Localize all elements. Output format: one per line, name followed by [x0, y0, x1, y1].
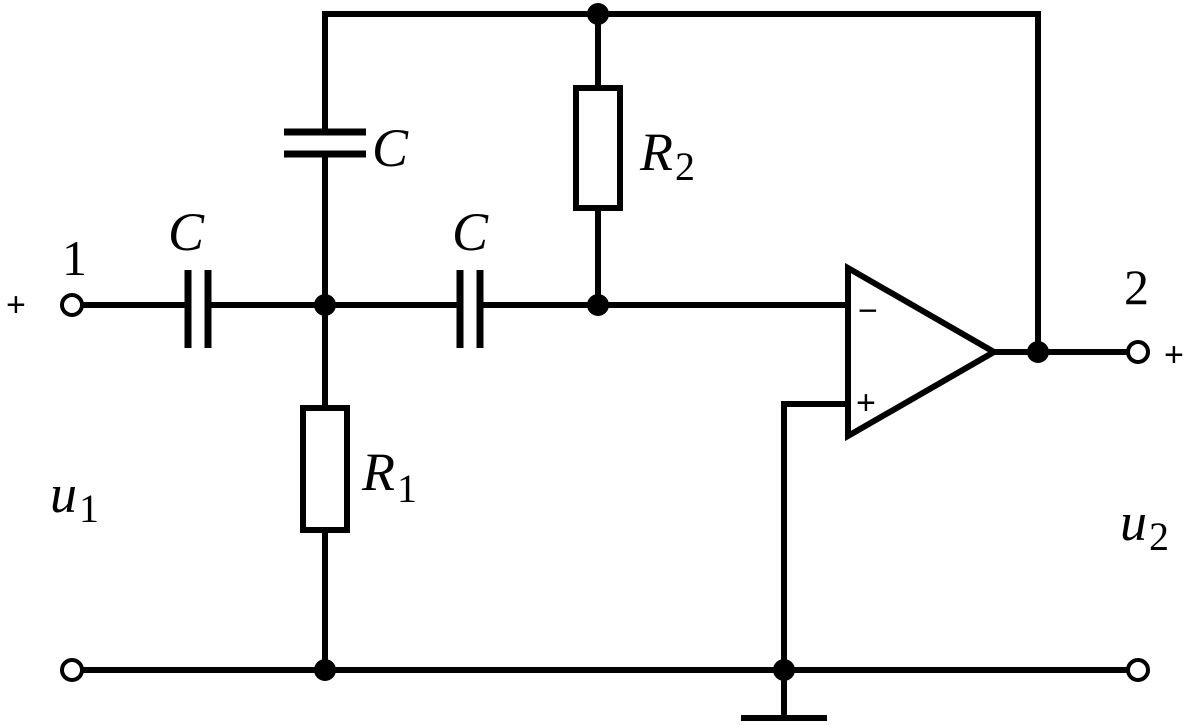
- cap-series-label: C: [452, 202, 489, 262]
- cap-feedback-label: C: [372, 118, 409, 178]
- opamp-noninverting-sign: +: [856, 384, 876, 422]
- junction-output: [1027, 341, 1049, 363]
- port-input-polarity: +: [6, 286, 26, 324]
- voltage-u1-main: u: [50, 464, 77, 524]
- r2-label-main: R: [639, 122, 673, 182]
- port-output-number: 2: [1124, 259, 1149, 315]
- r1-label-main: R: [361, 442, 395, 502]
- terminal-output-top: [1126, 340, 1150, 364]
- capacitor-series: [456, 270, 484, 348]
- r2-label-sub: 2: [675, 144, 695, 189]
- voltage-u1-label: u1: [50, 464, 99, 531]
- r2-label: R2: [639, 122, 695, 189]
- junction-node-b: [587, 294, 609, 316]
- resistor-r2: [573, 85, 623, 211]
- opamp-triangle: [845, 262, 1001, 442]
- terminal-output-bottom: [1126, 658, 1150, 682]
- junctions: [314, 3, 1049, 681]
- terminal-input-top: [60, 293, 84, 317]
- resistor-r1: [300, 405, 350, 533]
- capacitor-feedback: [284, 128, 366, 158]
- junction-top-right: [587, 3, 609, 25]
- port-output-polarity: +: [1164, 336, 1184, 374]
- junction-ground-mid: [773, 659, 795, 681]
- junction-node-a: [314, 294, 336, 316]
- port-input-number: 1: [62, 230, 87, 286]
- voltage-u2-label: u2: [1120, 492, 1169, 559]
- terminal-input-bottom: [60, 658, 84, 682]
- r1-label: R1: [361, 442, 417, 511]
- voltage-u2-sub: 2: [1149, 514, 1169, 559]
- cap-input-label: C: [168, 202, 205, 262]
- voltage-u1-sub: 1: [79, 486, 99, 531]
- wires: [78, 11, 1131, 721]
- r1-label-sub: 1: [397, 466, 417, 511]
- opamp-inverting-sign: −: [858, 292, 878, 330]
- capacitor-input: [184, 270, 212, 348]
- voltage-u2-main: u: [1120, 492, 1147, 552]
- junction-ground-left: [314, 659, 336, 681]
